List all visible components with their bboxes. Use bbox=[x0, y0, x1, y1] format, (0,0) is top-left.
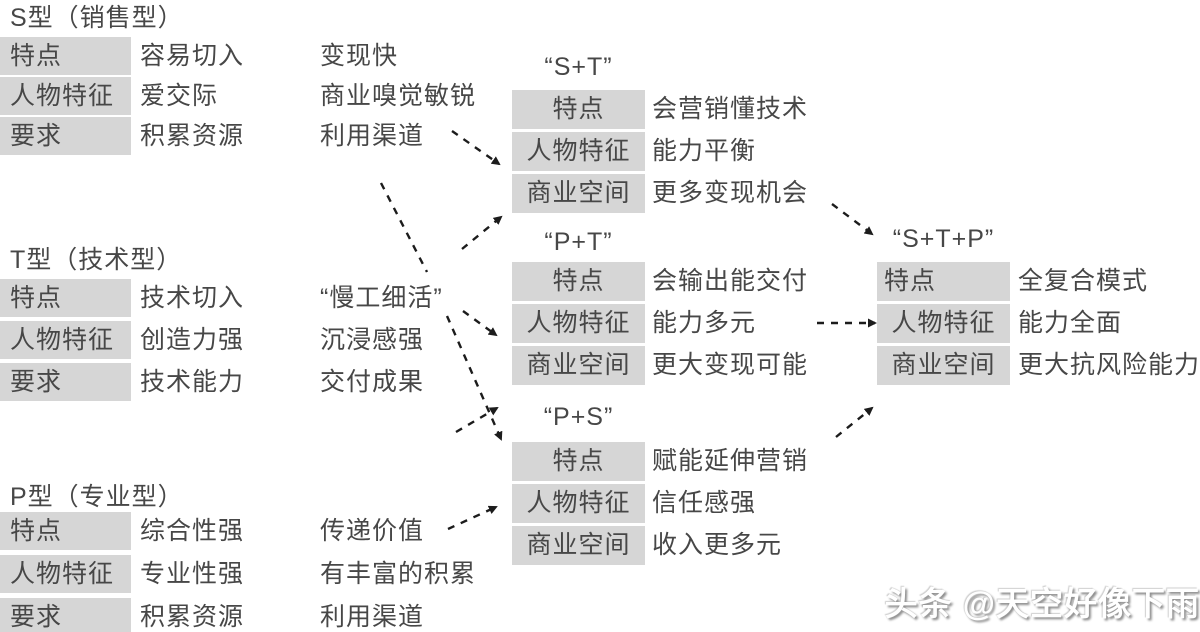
row-value: 爱交际 bbox=[140, 82, 219, 110]
row-value: 能力全面 bbox=[1018, 309, 1123, 337]
row-extra: 交付成果 bbox=[320, 368, 425, 396]
row-label: 人物特征 bbox=[512, 484, 645, 523]
row-label: 特点 bbox=[512, 442, 645, 481]
row-label: 人物特征 bbox=[0, 555, 131, 593]
arrow-s-to-st bbox=[451, 130, 501, 166]
combo-title: “P+T” bbox=[544, 228, 613, 256]
row-value: 创造力强 bbox=[140, 326, 245, 354]
arrow-s-down-segment bbox=[379, 182, 429, 273]
row-value: 更大抗风险能力 bbox=[1018, 351, 1200, 379]
row-value: 积累资源 bbox=[140, 603, 245, 631]
row-label: 特点 bbox=[512, 262, 645, 301]
arrow-t-to-ps-title bbox=[455, 406, 499, 434]
row-value: 会输出能交付 bbox=[652, 267, 809, 295]
row-label: 人物特征 bbox=[877, 304, 1010, 343]
row-extra: 利用渠道 bbox=[320, 122, 425, 150]
row-label: 人物特征 bbox=[0, 77, 131, 115]
row-label: 人物特征 bbox=[0, 321, 131, 359]
row-label: 特点 bbox=[877, 262, 1010, 301]
row-label: 特点 bbox=[0, 279, 131, 317]
row-value: 信任感强 bbox=[652, 489, 757, 517]
row-value: 更多变现机会 bbox=[652, 179, 809, 207]
row-extra: 变现快 bbox=[320, 42, 399, 70]
row-value: 积累资源 bbox=[140, 122, 245, 150]
arrow-s-to-ps bbox=[445, 315, 503, 441]
row-extra: 有丰富的积累 bbox=[320, 560, 477, 588]
row-label: 商业空间 bbox=[512, 174, 645, 213]
section-t-title: T型（技术型） bbox=[10, 246, 183, 274]
row-value: 全复合模式 bbox=[1018, 267, 1149, 295]
row-value: 专业性强 bbox=[140, 560, 245, 588]
section-p-title: P型（专业型） bbox=[10, 483, 184, 511]
arrow-p-to-ps bbox=[447, 505, 498, 531]
arrow-t-to-st bbox=[461, 215, 503, 250]
row-extra: 传递价值 bbox=[320, 517, 425, 545]
row-value: 能力多元 bbox=[652, 309, 757, 337]
row-label: 要求 bbox=[0, 117, 131, 155]
row-value: 会营销懂技术 bbox=[652, 95, 809, 123]
row-value: 容易切入 bbox=[140, 42, 245, 70]
row-label: 特点 bbox=[0, 37, 131, 75]
row-label: 要求 bbox=[0, 598, 131, 632]
row-value: 技术能力 bbox=[140, 368, 245, 396]
row-value: 技术切入 bbox=[140, 284, 245, 312]
row-value: 赋能延伸营销 bbox=[652, 447, 809, 475]
row-value: 能力平衡 bbox=[652, 137, 757, 165]
row-extra: 沉浸感强 bbox=[320, 326, 425, 354]
row-label: 要求 bbox=[0, 363, 131, 401]
row-extra: “慢工细活” bbox=[320, 284, 443, 312]
combo-title: “S+T” bbox=[544, 53, 613, 81]
row-extra: 商业嗅觉敏锐 bbox=[320, 82, 477, 110]
arrow-st-to-stp bbox=[831, 203, 874, 236]
combo-title: “P+S” bbox=[543, 403, 614, 431]
arrow-t-to-pt bbox=[462, 310, 498, 337]
watermark-toutiao: 头条 @天空好像下雨 bbox=[884, 585, 1200, 622]
row-label: 人物特征 bbox=[512, 304, 645, 343]
row-value: 收入更多元 bbox=[652, 531, 783, 559]
row-label: 商业空间 bbox=[512, 526, 645, 565]
row-value: 更大变现可能 bbox=[652, 351, 809, 379]
section-s-title: S型（销售型） bbox=[10, 4, 184, 32]
row-label: 商业空间 bbox=[512, 346, 645, 385]
row-extra: 利用渠道 bbox=[320, 603, 425, 631]
arrow-ps-to-stp bbox=[835, 406, 874, 438]
row-label: 商业空间 bbox=[877, 346, 1010, 385]
combo-title: “S+T+P” bbox=[892, 225, 995, 253]
row-label: 人物特征 bbox=[512, 132, 645, 171]
row-label: 特点 bbox=[512, 90, 645, 129]
row-label: 特点 bbox=[0, 512, 131, 550]
row-value: 综合性强 bbox=[140, 517, 245, 545]
